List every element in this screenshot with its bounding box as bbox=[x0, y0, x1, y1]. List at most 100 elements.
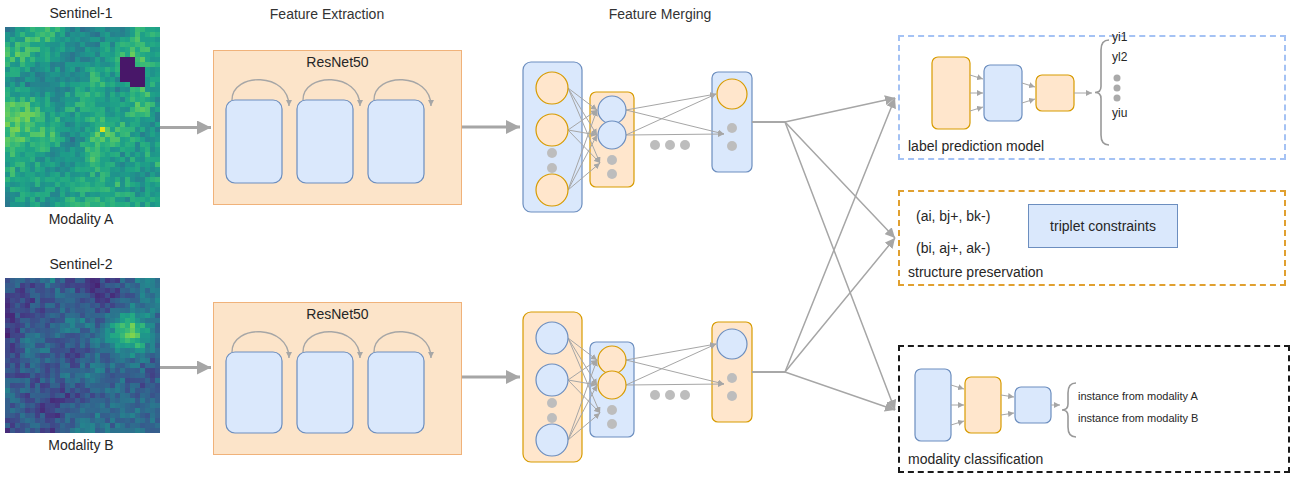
image-pixel bbox=[80, 197, 85, 202]
image-pixel bbox=[95, 197, 100, 202]
image-pixel bbox=[75, 333, 80, 338]
image-pixel bbox=[100, 278, 105, 283]
image-pixel bbox=[60, 112, 65, 117]
image-pixel bbox=[85, 137, 90, 142]
image-pixel bbox=[20, 57, 25, 62]
image-pixel bbox=[135, 303, 140, 308]
image-pixel bbox=[120, 202, 125, 207]
image-pixel bbox=[135, 298, 140, 303]
image-pixel bbox=[60, 313, 65, 318]
image-pixel bbox=[115, 62, 120, 67]
image-pixel bbox=[65, 67, 70, 72]
image-pixel bbox=[10, 293, 15, 298]
image-pixel bbox=[75, 177, 80, 182]
image-pixel bbox=[140, 197, 145, 202]
image-pixel bbox=[105, 383, 110, 388]
image-pixel bbox=[100, 363, 105, 368]
image-pixel bbox=[85, 393, 90, 398]
image-pixel bbox=[10, 152, 15, 157]
image-pixel bbox=[50, 288, 55, 293]
image-pixel bbox=[30, 187, 35, 192]
image-pixel bbox=[10, 283, 15, 288]
image-pixel bbox=[60, 293, 65, 298]
image-pixel bbox=[40, 313, 45, 318]
image-pixel bbox=[80, 283, 85, 288]
image-pixel bbox=[95, 308, 100, 313]
image-pixel bbox=[5, 82, 10, 87]
image-pixel bbox=[40, 107, 45, 112]
image-pixel bbox=[75, 27, 80, 32]
image-pixel bbox=[155, 52, 160, 57]
image-pixel bbox=[110, 182, 115, 187]
image-pixel bbox=[55, 283, 60, 288]
image-pixel bbox=[50, 368, 55, 373]
image-pixel bbox=[30, 27, 35, 32]
image-pixel bbox=[90, 343, 95, 348]
image-pixel bbox=[100, 67, 105, 72]
image-pixel bbox=[35, 47, 40, 52]
image-pixel bbox=[60, 363, 65, 368]
image-pixel bbox=[80, 328, 85, 333]
image-pixel bbox=[5, 57, 10, 62]
image-pixel bbox=[100, 338, 105, 343]
image-pixel bbox=[40, 343, 45, 348]
image-pixel bbox=[30, 318, 35, 323]
text-slot: Modality A bbox=[0, 211, 177, 228]
image-pixel bbox=[145, 338, 150, 343]
image-pixel bbox=[100, 202, 105, 207]
image-pixel bbox=[15, 323, 20, 328]
image-pixel bbox=[85, 368, 90, 373]
image-pixel bbox=[60, 102, 65, 107]
image-pixel bbox=[75, 363, 80, 368]
image-pixel bbox=[75, 42, 80, 47]
image-pixel bbox=[50, 137, 55, 142]
image-pixel bbox=[100, 62, 105, 67]
image-pixel bbox=[110, 127, 115, 132]
image-pixel bbox=[30, 333, 35, 338]
image-pixel bbox=[40, 137, 45, 142]
image-pixel bbox=[55, 343, 60, 348]
image-pixel bbox=[75, 293, 80, 298]
image-pixel bbox=[135, 323, 140, 328]
image-pixel bbox=[95, 142, 100, 147]
image-pixel bbox=[40, 32, 45, 37]
image-pixel bbox=[70, 398, 75, 403]
image-pixel bbox=[15, 358, 20, 363]
image-pixel bbox=[55, 27, 60, 32]
image-pixel bbox=[150, 142, 155, 147]
image-pixel bbox=[70, 32, 75, 37]
image-pixel bbox=[105, 112, 110, 117]
image-pixel bbox=[15, 152, 20, 157]
image-pixel bbox=[30, 288, 35, 293]
image-pixel bbox=[95, 27, 100, 32]
image-pixel bbox=[60, 197, 65, 202]
image-pixel bbox=[145, 42, 150, 47]
ellipsis-dot bbox=[607, 419, 617, 429]
satellite-image bbox=[5, 278, 160, 433]
image-pixel bbox=[120, 67, 125, 72]
image-pixel bbox=[10, 67, 15, 72]
image-pixel bbox=[65, 293, 70, 298]
image-pixel bbox=[140, 132, 145, 137]
network-layer-box bbox=[590, 342, 634, 437]
image-pixel bbox=[110, 303, 115, 308]
image-pixel bbox=[100, 32, 105, 37]
image-pixel bbox=[5, 303, 10, 308]
image-pixel bbox=[80, 383, 85, 388]
image-pixel bbox=[155, 42, 160, 47]
image-pixel bbox=[155, 197, 160, 202]
network-layer-box bbox=[712, 72, 752, 172]
image-pixel bbox=[55, 142, 60, 147]
image-pixel bbox=[120, 77, 125, 82]
image-pixel bbox=[20, 127, 25, 132]
image-pixel bbox=[145, 172, 150, 177]
image-pixel bbox=[135, 57, 140, 62]
image-pixel bbox=[25, 197, 30, 202]
image-pixel bbox=[100, 107, 105, 112]
image-pixel bbox=[125, 303, 130, 308]
image-pixel bbox=[100, 52, 105, 57]
image-pixel bbox=[95, 202, 100, 207]
image-pixel bbox=[85, 47, 90, 52]
image-pixel bbox=[150, 117, 155, 122]
image-pixel bbox=[140, 122, 145, 127]
